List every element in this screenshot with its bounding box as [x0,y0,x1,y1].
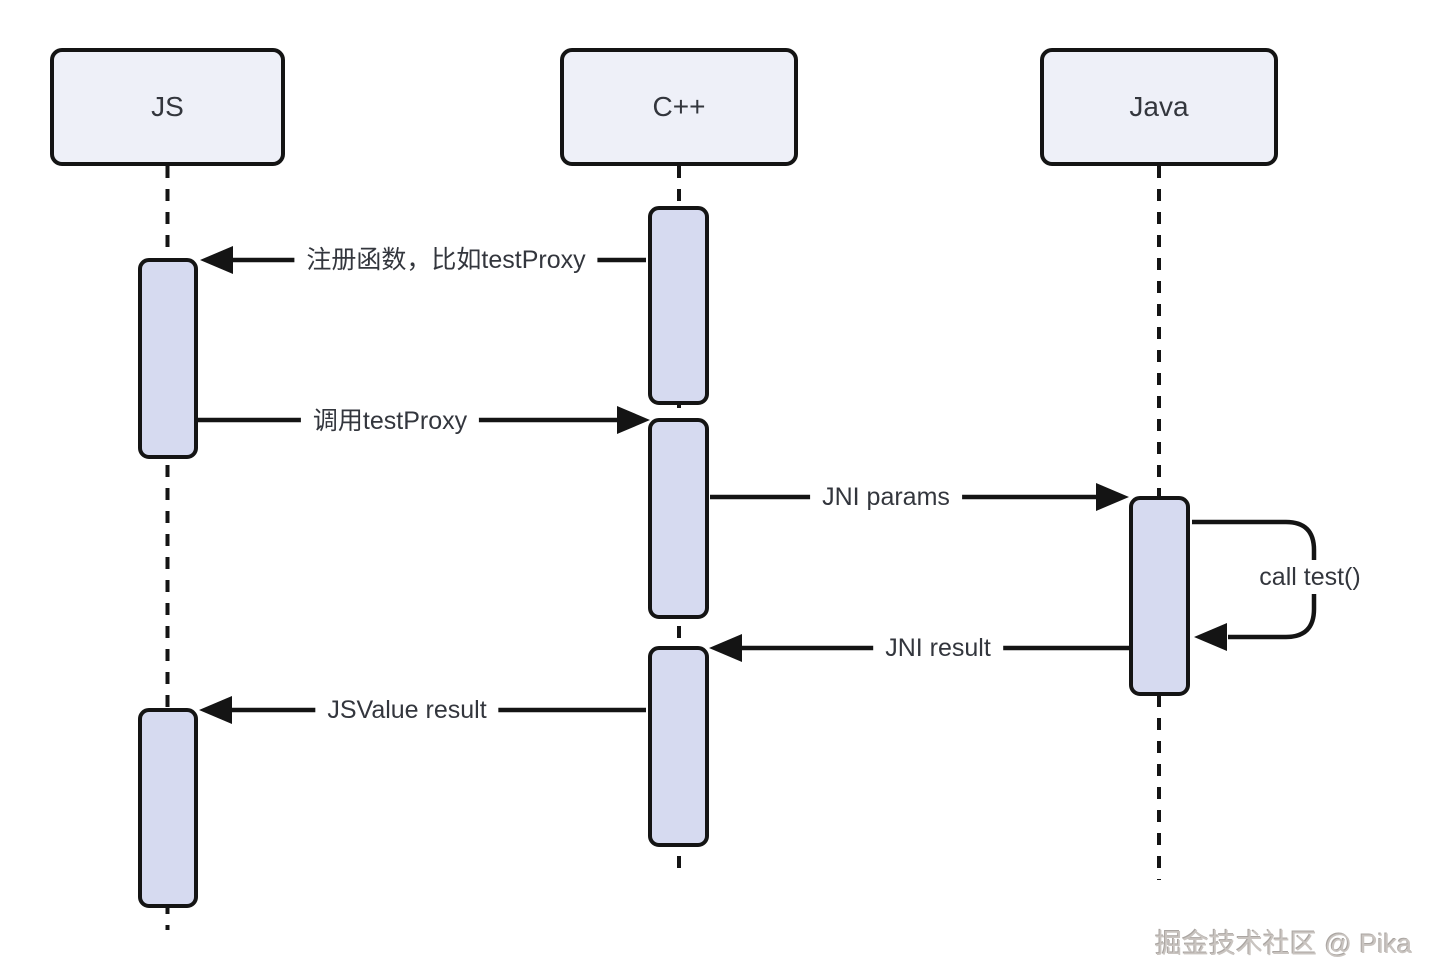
actor-box-java: Java [1040,48,1278,166]
arrow-register-head [200,246,233,274]
arrow-jni-params-head [1096,483,1129,511]
arrow-jsvalue-result-head [199,696,232,724]
arrow-jni-result-head [709,634,742,662]
message-label-jni-result: JNI result [873,631,1003,665]
message-label-call-testproxy: 调用testProxy [300,404,480,438]
actor-box-cpp: C++ [560,48,798,166]
message-label-jni-params: JNI params [810,480,962,514]
actor-label-js: JS [151,91,184,122]
arrow-call-test-head [1194,623,1227,651]
message-label-jsvalue-result: JSValue result [315,693,499,727]
activation-cpp-1 [648,206,709,405]
message-label-register: 注册函数，比如testProxy [294,243,598,277]
message-label-call-test: call test() [1247,560,1373,594]
activation-js-1 [138,258,198,459]
actor-box-js: JS [50,48,285,166]
activation-js-2 [138,708,198,908]
activation-cpp-2 [648,418,709,619]
watermark: 掘金技术社区 @ Pika [1155,929,1412,959]
actor-label-cpp: C++ [652,91,706,122]
activation-java-1 [1129,496,1190,696]
actor-label-java: Java [1129,91,1189,122]
activation-cpp-3 [648,646,709,847]
arrow-call-testproxy-head [617,406,650,434]
